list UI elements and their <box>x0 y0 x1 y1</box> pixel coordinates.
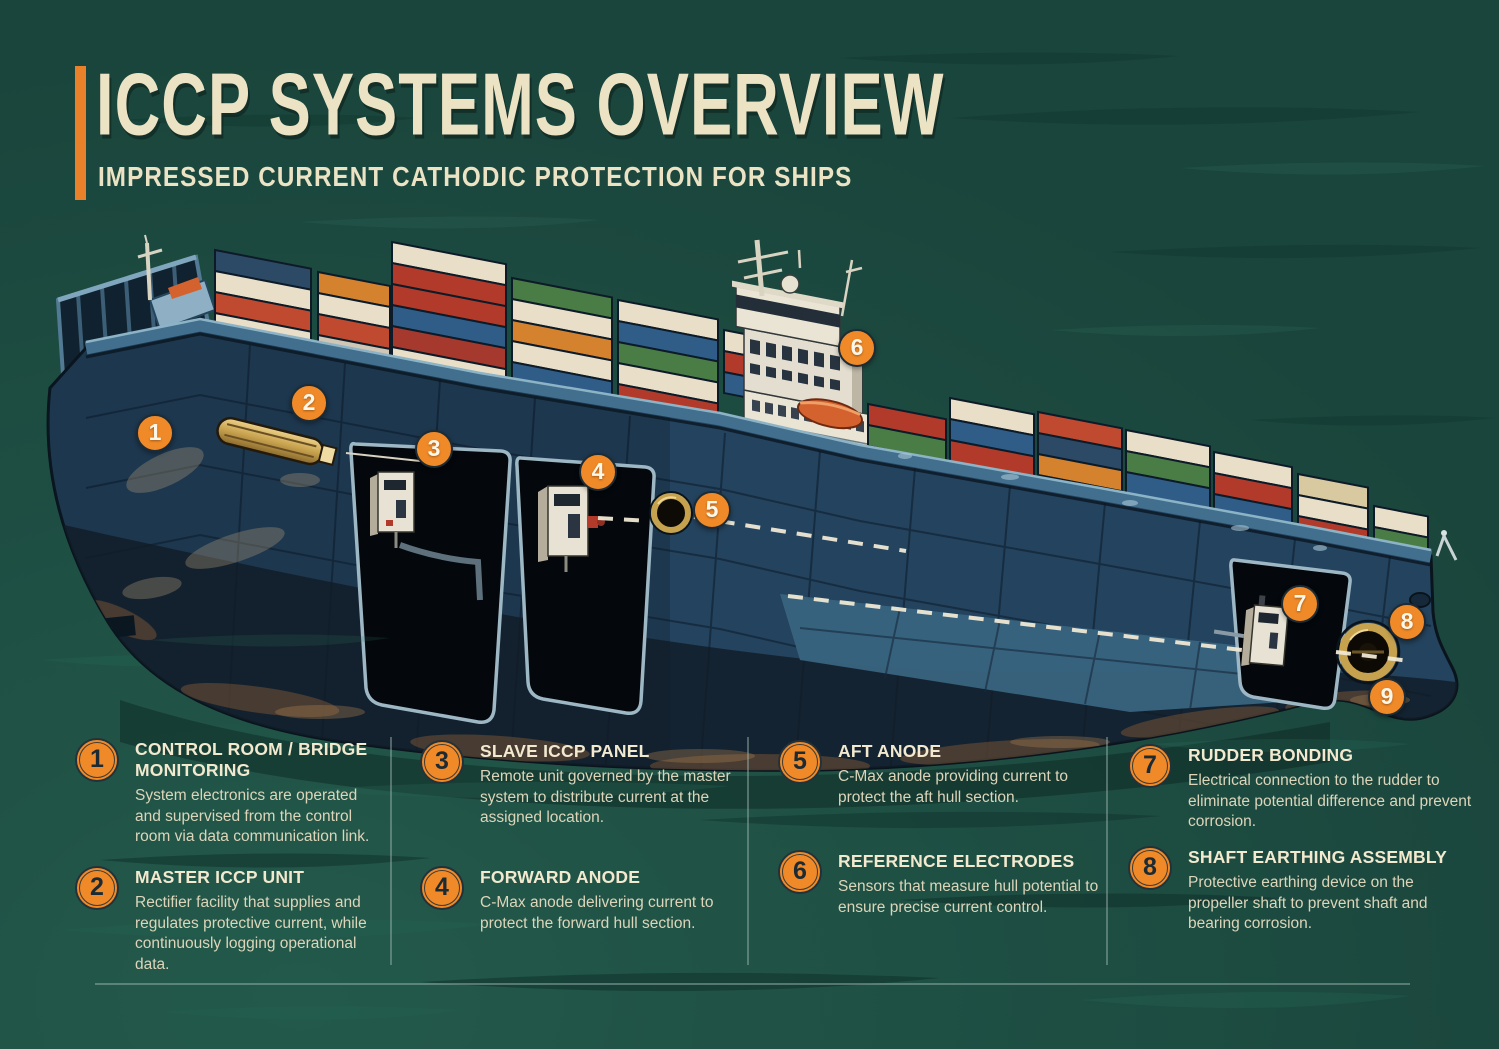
ship-marker-7: 7 <box>1281 585 1319 623</box>
legend-item-body: Rectifier facility that supplies and reg… <box>135 894 367 973</box>
foreground-water <box>150 634 1410 829</box>
legend-item-title: CONTROL ROOM / BRIDGE MONITORING <box>135 739 368 780</box>
legend-item-title: MASTER ICCP UNIT <box>135 867 305 887</box>
ship-marker-8: 8 <box>1388 603 1426 641</box>
ship-marker-6: 6 <box>838 329 876 367</box>
legend-bottom-rule <box>95 983 1410 985</box>
legend-divider-3 <box>1106 737 1108 965</box>
forward-anode-device <box>538 485 605 572</box>
ship-marker-4: 4 <box>579 453 617 491</box>
waterline-dashes <box>597 515 1411 663</box>
anode-cable <box>345 452 421 462</box>
ship-marker-5: 5 <box>693 491 731 529</box>
legend-number-badge: 5 <box>778 740 822 784</box>
legend-item-title: FORWARD ANODE <box>480 867 641 887</box>
legend-item-title: RUDDER BONDING <box>1188 745 1354 765</box>
bow-mast <box>1435 535 1458 561</box>
ship-marker-3: 3 <box>415 430 453 468</box>
main-mast <box>737 239 863 317</box>
container-stacks-aft <box>214 240 771 447</box>
deck-edge <box>84 317 1433 567</box>
legend-item-body: C-Max anode delivering current to protec… <box>480 894 714 932</box>
reference-electrode-ring <box>649 491 693 535</box>
legend-number-badge: 1 <box>75 738 119 782</box>
legend-item-1: 1 CONTROL ROOM / BRIDGE MONITORING Syste… <box>75 738 387 848</box>
stern-anode-rod <box>216 416 338 467</box>
ship-marker-9: 9 <box>1368 678 1406 716</box>
legend-number-badge: 8 <box>1128 846 1172 890</box>
legend-item-body: Remote unit governed by the master syste… <box>480 768 731 826</box>
legend-item-title: SHAFT EARTHING ASSEMBLY <box>1188 847 1448 867</box>
legend-item-body: Protective earthing device on the propel… <box>1188 874 1428 932</box>
legend-item-body: Sensors that measure hull potential to e… <box>838 878 1099 916</box>
legend-divider-1 <box>390 737 392 965</box>
legend-divider-2 <box>747 737 749 965</box>
legend-item-title: SLAVE ICCP PANEL <box>480 741 650 761</box>
legend-item-body: C-Max anode providing current to protect… <box>838 768 1069 806</box>
legend-item-5: 5 AFT ANODE C-Max anode providing curren… <box>778 740 1106 808</box>
ship-marker-2: 2 <box>290 384 328 422</box>
slave-iccp-panel-device <box>370 471 483 601</box>
legend-item-body: System electronics are operated and supe… <box>135 787 370 845</box>
ship-marker-1: 1 <box>136 414 174 452</box>
ship-reflection <box>120 700 1330 809</box>
rudder-bonding-device <box>1213 595 1290 667</box>
legend-number-badge: 6 <box>778 850 822 894</box>
radar-dome <box>780 274 800 294</box>
legend-item-4: 4 FORWARD ANODE C-Max anode delivering c… <box>420 866 746 934</box>
legend-number-badge: 2 <box>75 866 119 910</box>
legend-item-8: 8 SHAFT EARTHING ASSEMBLY Protective ear… <box>1128 846 1476 935</box>
page-subtitle: IMPRESSED CURRENT CATHODIC PROTECTION FO… <box>98 162 853 193</box>
legend-item-7: 7 RUDDER BONDING Electrical connection t… <box>1128 744 1476 833</box>
legend-item-body: Electrical connection to the rudder to e… <box>1188 772 1472 830</box>
legend-number-badge: 4 <box>420 866 464 910</box>
stern-mast <box>137 234 163 301</box>
legend-number-badge: 7 <box>1128 744 1172 788</box>
legend-number-badge: 3 <box>420 740 464 784</box>
title-accent-bar <box>75 66 86 200</box>
hawse-hole <box>1409 592 1431 608</box>
legend-item-2: 2 MASTER ICCP UNIT Rectifier facility th… <box>75 866 387 975</box>
legend-item-3: 3 SLAVE ICCP PANEL Remote unit governed … <box>420 740 746 829</box>
page-title: ICCP SYSTEMS OVERVIEW <box>96 56 945 155</box>
legend-item-6: 6 REFERENCE ELECTRODES Sensors that meas… <box>778 850 1106 918</box>
legend-item-title: REFERENCE ELECTRODES <box>838 851 1075 871</box>
legend-item-title: AFT ANODE <box>838 741 942 761</box>
bridge-windows <box>736 294 840 328</box>
stern-crane <box>168 277 202 299</box>
lifeboat <box>797 398 863 430</box>
